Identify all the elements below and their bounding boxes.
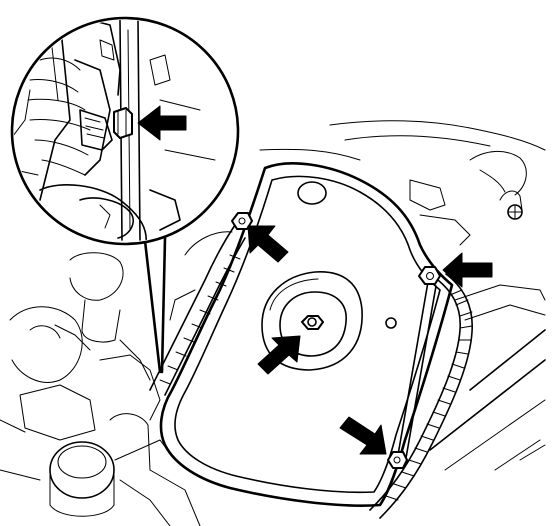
detail-inset xyxy=(10,16,240,374)
connector-clip-icon xyxy=(113,107,133,139)
plate-hole xyxy=(297,181,327,205)
cover-plate xyxy=(159,162,454,507)
arrow-lower-right-bolt-icon xyxy=(339,416,387,455)
bolt-icon xyxy=(231,212,253,230)
plate-hole xyxy=(385,317,397,329)
nut-icon xyxy=(301,315,324,330)
arrow-upper-left-bolt-icon xyxy=(247,225,289,263)
reservoir-cap xyxy=(49,441,115,517)
bolt-icon xyxy=(418,266,441,285)
background-bolt xyxy=(507,204,523,220)
bolt-icon xyxy=(387,451,408,469)
arrow-connector-icon xyxy=(137,105,187,141)
arrow-center-nut-icon xyxy=(257,335,301,375)
arrow-upper-right-bolt-icon xyxy=(442,252,493,288)
callout-arrows xyxy=(137,105,493,455)
hose xyxy=(369,273,473,519)
